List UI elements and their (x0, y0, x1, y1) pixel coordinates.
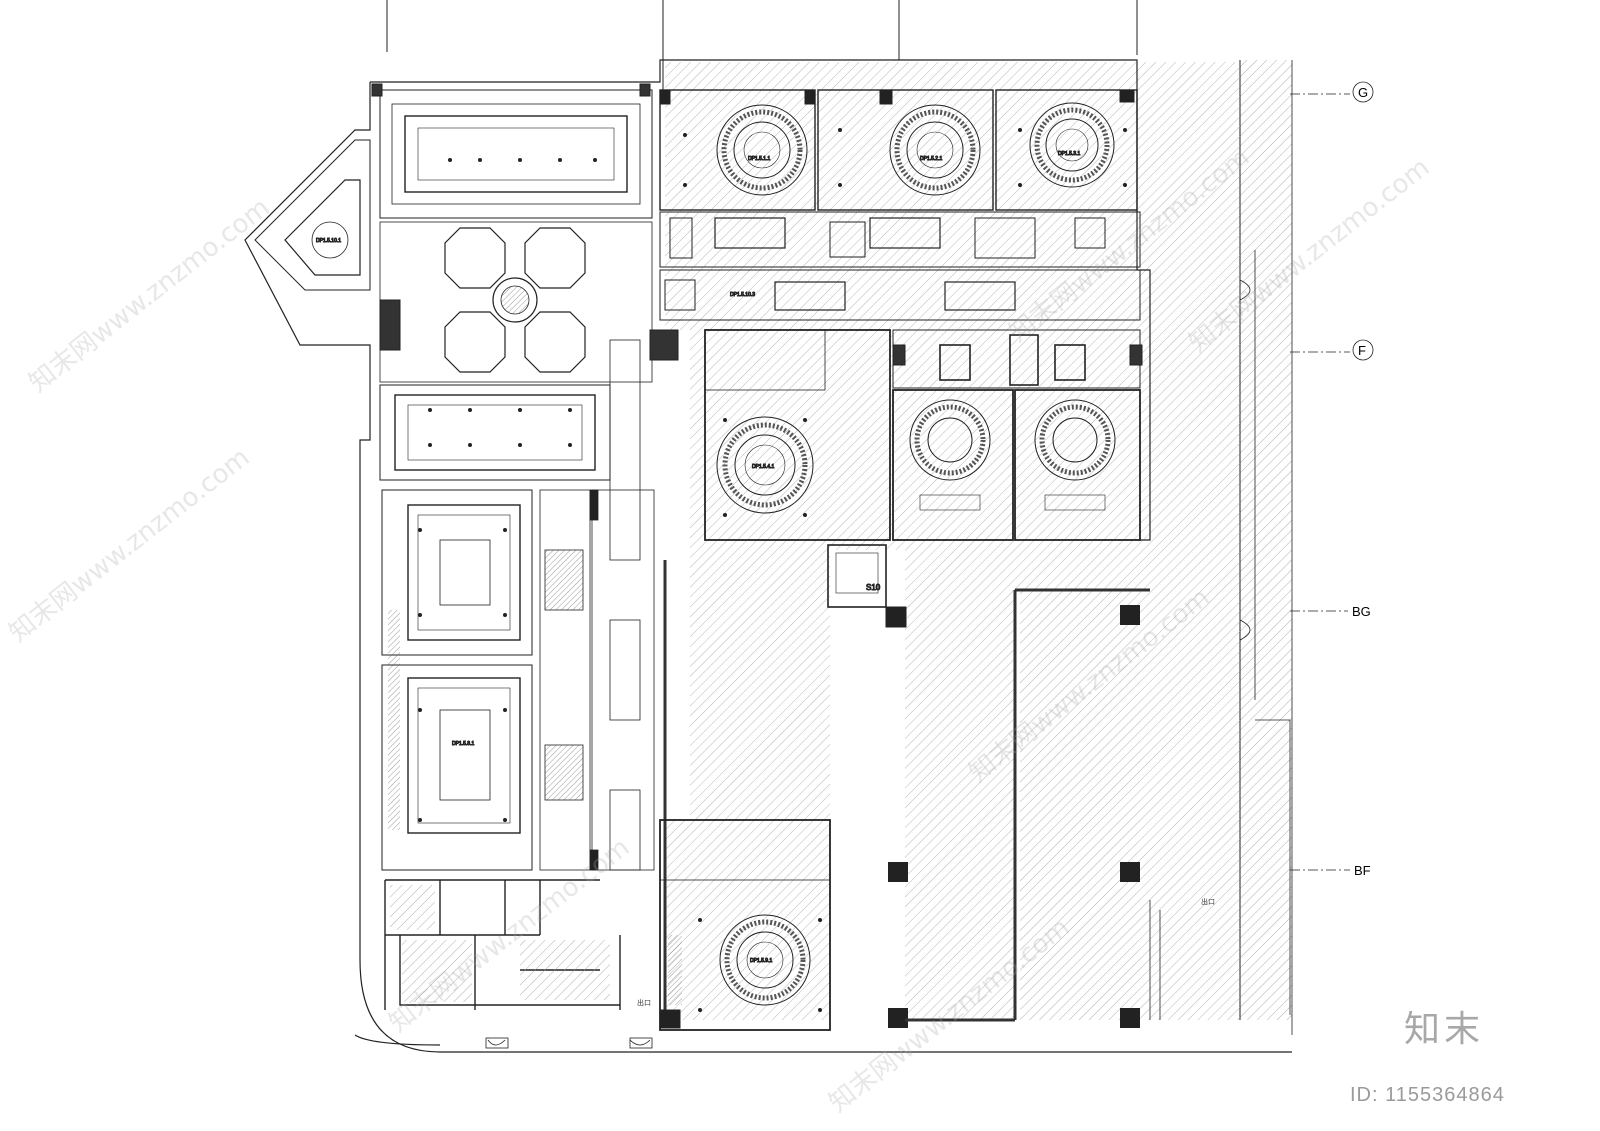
structural-columns (888, 605, 1140, 1028)
middle-service-row (892, 329, 1143, 389)
core-label: S10 (866, 583, 881, 592)
grid-label-g: G (1358, 85, 1368, 100)
grid-lines-vertical (386, 0, 1138, 90)
room-angled-west: DP1.5.10.1 (254, 139, 371, 291)
room-label-vip-3: DP1.5.3.1 (1058, 151, 1080, 157)
room-label-corridor-103: DP1.5.10.3 (730, 292, 755, 298)
room-label-vip-8: DP1.5.8.1 (452, 741, 474, 747)
east-exterior (1149, 250, 1291, 1020)
grid-label-bf: BF (1354, 863, 1371, 878)
room-label-vip-1: DP1.5.1.1 (748, 156, 770, 162)
elevator-core: S10 (827, 544, 907, 628)
north-corridor: DP1.5.10.3 (649, 211, 1141, 361)
grid-label-bg: BG (1352, 604, 1371, 619)
light-fixtures (418, 128, 1127, 1012)
drawing-id: ID: 1155364864 (1350, 1084, 1505, 1106)
exterior-hatch-band (1239, 60, 1293, 1035)
vip-room-3: DP1.5.3.1 (995, 89, 1138, 211)
service-strip-west (539, 339, 655, 871)
grid-axis-bf: BF (1290, 863, 1371, 878)
vip-room-1: DP1.5.1.1 (659, 89, 816, 211)
room-octagon-lobby (379, 221, 653, 383)
room-label-lobby-10: DP1.5.10.1 (316, 238, 341, 244)
exit-label-1: 出口 (637, 998, 651, 1007)
open-hatch-area (665, 62, 1240, 1020)
grid-axis-bg: BG (1290, 604, 1371, 619)
grid-axis-g: G (1290, 81, 1374, 103)
grid-axis-f: F (1290, 339, 1374, 361)
room-label-vip-4: DP1.5.4.1 (752, 464, 774, 470)
room-banquet-a (381, 489, 533, 656)
room-label-vip-9: DP1.5.9.1 (750, 958, 772, 964)
vip-room-5 (892, 389, 1014, 541)
brand-logo: 知末 (1404, 1009, 1485, 1050)
doors-south (485, 1037, 653, 1049)
vip-room-4: DP1.5.4.1 (704, 329, 891, 541)
vip-room-9: DP1.5.9.1 (659, 819, 831, 1031)
service-rooms-south (384, 879, 621, 1010)
room-south-hall (379, 384, 611, 481)
vip-room-2: DP1.5.2.1 (817, 89, 994, 211)
room-banquet-b: DP1.5.8.1 (381, 610, 533, 871)
grid-label-f: F (1358, 343, 1366, 358)
open-area-walls (663, 560, 1150, 1022)
room-north-hall (371, 83, 653, 219)
vip-room-6 (1014, 389, 1141, 541)
exit-label-2: 出口 (1201, 897, 1215, 906)
room-label-vip-2: DP1.5.2.1 (920, 156, 942, 162)
